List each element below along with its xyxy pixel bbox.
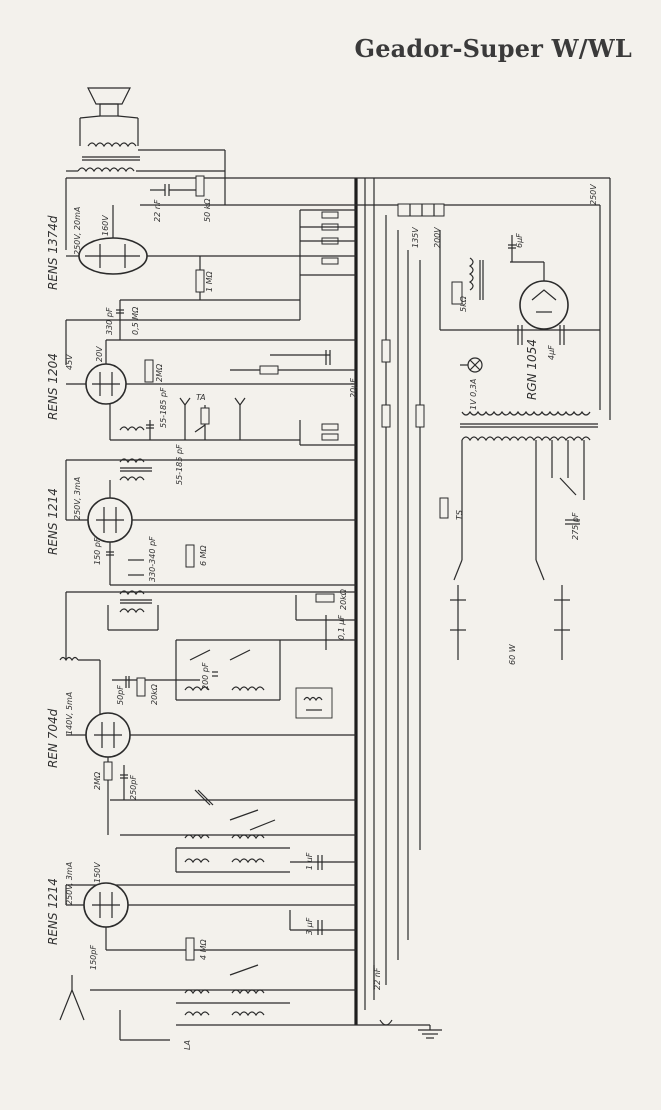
v200-label: 200V [433,227,442,248]
coil-t3 [119,458,152,482]
input-coils [90,964,356,1026]
bias-network-1 [299,209,356,320]
cap-01uf-label: 0,1 µF [337,615,346,640]
filter-choke [468,257,484,300]
cap-150pf-label: 150 pF [93,537,102,565]
ta-switch [179,397,246,440]
res-2m-b-label: 2MΩ [93,771,102,790]
cap-4uf-label: 4µF [547,345,556,360]
tube5-label: RENS 1214 [46,878,60,945]
supply-rails [364,178,421,1010]
res-20k-b-label: 20kΩ [150,683,159,705]
power-label: 60 W [508,643,517,665]
tube-ren704d [66,712,356,758]
tube4-rating: 140V, 5mA [65,692,74,735]
pot-50k-label: 50 kΩ [203,198,212,222]
tube1-voltage: 160V [101,215,110,236]
cap-55b-label: 55-185 pF [175,444,184,485]
tube5-rating: 250V, 3mA [65,862,74,905]
res-5k-label: 5kΩ [459,295,468,312]
mains-switch [450,559,570,660]
schematic-title: Geador-Super W/WL [354,34,632,63]
cap-250pf-label: 250pF [129,775,138,800]
cap-55-185-label: 55-185 pF [159,387,168,428]
tube4-label: REN 704d [46,708,60,768]
tube-rens1374d [66,205,356,275]
cap-330-340-label: 330-340 pF [148,536,157,582]
res-20k-label: 20kΩ [339,588,348,610]
ta-label: TA [196,393,206,402]
tube-rens1214-b [66,882,356,928]
osc-coil [295,687,333,719]
tube2-label: RENS 1204 [46,353,60,420]
mains-transformer [460,410,598,442]
res-4m-label: 4 MΩ [199,938,208,960]
band-switch [175,639,356,701]
if-transformer-1 [107,590,159,631]
cap-22nf-label: 22 nF [153,199,162,222]
cap-20uf-label: 20µF [349,378,358,398]
ground-icon [356,1019,442,1039]
cap-150pf-b-label: 150pF [89,945,98,970]
tube-rens1204 [66,339,356,405]
cap-330pf-label: 330 pF [105,307,114,335]
loudspeaker-icon [79,87,139,146]
tube3-rating: 250V, 3mA [73,477,82,520]
tube3-label: RENS 1214 [46,488,60,555]
antenna-icon [59,975,85,1021]
tube1-rating: 250V, 20mA [73,207,82,255]
tube1-label: RENS 1374d [46,215,60,290]
tube2-rating: 45V [65,354,74,370]
la-label: LA [183,1040,192,1050]
cap-6uf-label: 6µF [515,233,524,248]
tube2-voltage: 20V [95,346,104,362]
cap-50pf-label: 50pF [116,685,125,705]
cap-22nf-b-label: 22 nF [373,967,382,990]
cap-3uf-label: 3 µF [305,917,314,935]
tube-rens1214-a [66,480,356,543]
v135-label: 135V [411,227,420,248]
res-1m-label: 1 MΩ [205,270,214,292]
tube5-voltage: 150V [93,862,102,883]
cap-275-label: 275 pF [571,512,580,540]
ts-label: TS [455,510,464,520]
res-6m-label: 6 MΩ [199,544,208,566]
fuse-label: 1V 0,3A [469,379,478,410]
res-2m-label: 2MΩ [155,363,164,382]
rf-coils [120,809,356,873]
rectifier-tube [510,261,569,330]
pilot-lamp-icon [460,357,483,373]
output-transformer [66,142,226,205]
tube6-label: RGN 1054 [525,339,539,400]
cap-200pf-label: 200 pF [201,662,210,690]
cap-1uf-label: 1 µF [305,852,314,870]
v250-label: 250V [589,184,598,205]
